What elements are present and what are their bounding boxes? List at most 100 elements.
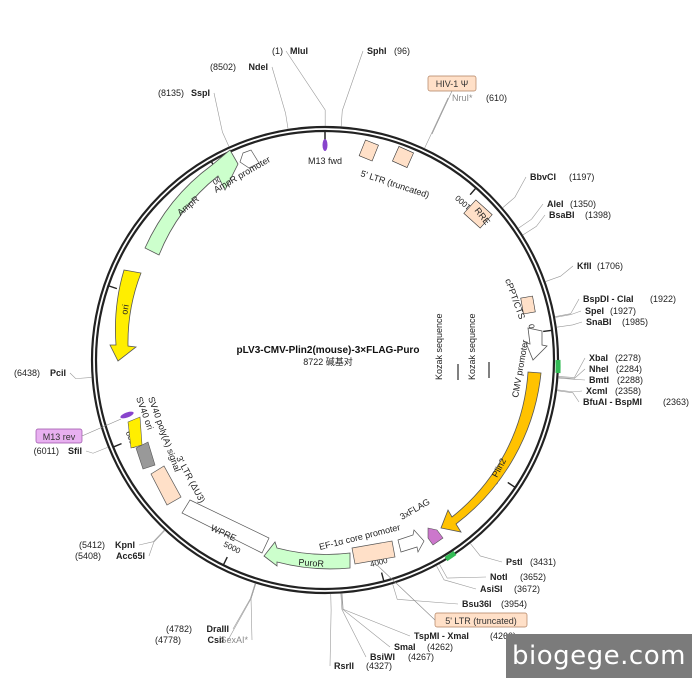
site-name-1: SphI	[367, 46, 387, 56]
ori-label: ori	[119, 304, 131, 316]
site-leader-12	[558, 377, 586, 381]
site-name-10: XbaI	[589, 353, 608, 363]
site-leader-20	[341, 593, 391, 648]
tick-3000	[507, 481, 516, 489]
site-pos-5: (1398)	[585, 210, 611, 220]
site-pos-3: (1197)	[569, 172, 594, 182]
site-pos-8: (1927)	[610, 306, 636, 316]
site-pos-11: (2284)	[616, 364, 642, 374]
site-name-29: PciI	[50, 368, 66, 378]
m13-fwd-arrow	[322, 139, 328, 151]
m13-rev-leader	[81, 418, 122, 437]
site-name-21: BsiWI	[370, 652, 395, 662]
site-pos-17: (3672)	[514, 584, 540, 594]
hiv-psi-leader	[431, 90, 453, 135]
site-pos-7: (1922)	[650, 294, 676, 304]
site-pos-22: (4327)	[366, 661, 392, 671]
site-name-23: DraIII	[206, 624, 229, 634]
tick-2000	[543, 329, 553, 333]
site-name-30: SspI	[191, 88, 210, 98]
site-pos-15: (3431)	[530, 557, 556, 567]
site-leader-21	[340, 593, 367, 658]
rre-box	[463, 199, 493, 229]
site-pos-27: (5408)	[75, 551, 101, 561]
site-leader-9	[556, 321, 583, 328]
ampr-arrow	[144, 149, 239, 256]
plasmid-length: 8722 碱基对	[303, 356, 353, 367]
m13-rev-arrow	[120, 411, 134, 419]
kozak-label-2: Kozak sequence	[467, 313, 477, 380]
site-name-18: Bsu36I	[462, 599, 492, 609]
site-leader-4	[518, 203, 544, 229]
site-leader-2	[424, 97, 449, 149]
ltr5-box-label: 5' LTR (truncated)	[445, 616, 517, 626]
site-name-31: NdeI	[248, 62, 268, 72]
site-name-19: TspMI - XmaI	[414, 631, 469, 641]
site-leader-0	[285, 50, 326, 127]
site-pos-29: (6438)	[14, 368, 40, 378]
site-pos-14: (2363)	[663, 397, 689, 407]
site-leader-5	[522, 214, 546, 236]
site-pos-0: (1)	[272, 46, 283, 56]
tick-4000	[380, 572, 385, 582]
site-leader-31	[271, 66, 289, 129]
site-pos-13: (2358)	[615, 386, 641, 396]
tick-1000	[469, 187, 477, 196]
ori-arrow	[109, 269, 142, 362]
site-pos-4: (1350)	[570, 199, 596, 209]
site-name-15: PstI	[506, 557, 523, 567]
site-leader-22	[329, 593, 332, 667]
tick-5000	[222, 556, 228, 566]
site-name-3: BbvCI	[530, 172, 556, 182]
site-name-2: NruI*	[452, 93, 473, 103]
site-name-25: SexAI*	[220, 635, 248, 645]
site-pos-31: (8502)	[210, 62, 236, 72]
site-name-0: MluI	[290, 46, 308, 56]
site-pos-16: (3652)	[520, 572, 546, 582]
flag-marker	[427, 527, 444, 546]
site-leader-29	[69, 372, 92, 379]
ef1a-block	[351, 540, 396, 565]
wpre-block	[181, 499, 270, 554]
site-leader-8	[555, 310, 582, 318]
site-leader-1	[340, 50, 364, 127]
site-name-24: CsiI	[207, 635, 224, 645]
m13-fwd-label: M13 fwd	[308, 156, 342, 166]
site-pos-26: (5412)	[79, 540, 105, 550]
ef1a-arrow	[397, 529, 425, 554]
site-leader-15	[470, 543, 503, 563]
ltr5-box-a	[358, 139, 379, 162]
cmv-promoter-arrow	[525, 327, 548, 361]
site-leader-3	[502, 176, 527, 208]
site-leader-13	[557, 389, 583, 393]
kozak-label-1: Kozak sequence	[434, 313, 444, 380]
site-leader-6	[545, 265, 574, 282]
plasmid-title: pLV3-CMV-Plin2(mouse)-3×FLAG-Puro	[237, 345, 420, 356]
site-name-22: RsrII	[334, 661, 354, 671]
site-leader-11	[558, 368, 586, 379]
site-pos-2: (610)	[486, 93, 507, 103]
site-pos-9: (1985)	[622, 317, 648, 327]
tick-6000	[112, 443, 122, 448]
site-leader-14	[556, 390, 580, 403]
puror-arrow	[263, 541, 351, 570]
site-leader-16	[439, 563, 487, 579]
site-pos-20: (4262)	[427, 642, 453, 652]
site-pos-10: (2278)	[615, 353, 641, 363]
site-pos-18: (3954)	[501, 599, 527, 609]
site-labels: MluI(1)SphI(96)NruI*(610)BbvCI(1197)AleI…	[14, 46, 689, 671]
site-name-17: AsiSI	[480, 584, 503, 594]
site-name-9: SnaBI	[586, 317, 612, 327]
site-leader-17	[436, 565, 477, 590]
flag-label: 3xFLAG	[398, 497, 432, 522]
site-name-16: NotI	[490, 572, 508, 582]
site-pos-24: (4778)	[155, 635, 181, 645]
watermark: biogege.com	[506, 634, 692, 678]
site-name-6: KflI	[577, 261, 592, 271]
m13-rev-label: M13 rev	[43, 432, 76, 442]
site-name-5: BsaBI	[549, 210, 575, 220]
site-leader-28	[85, 446, 108, 454]
site-name-11: NheI	[589, 364, 609, 374]
tick-7000	[108, 285, 118, 290]
